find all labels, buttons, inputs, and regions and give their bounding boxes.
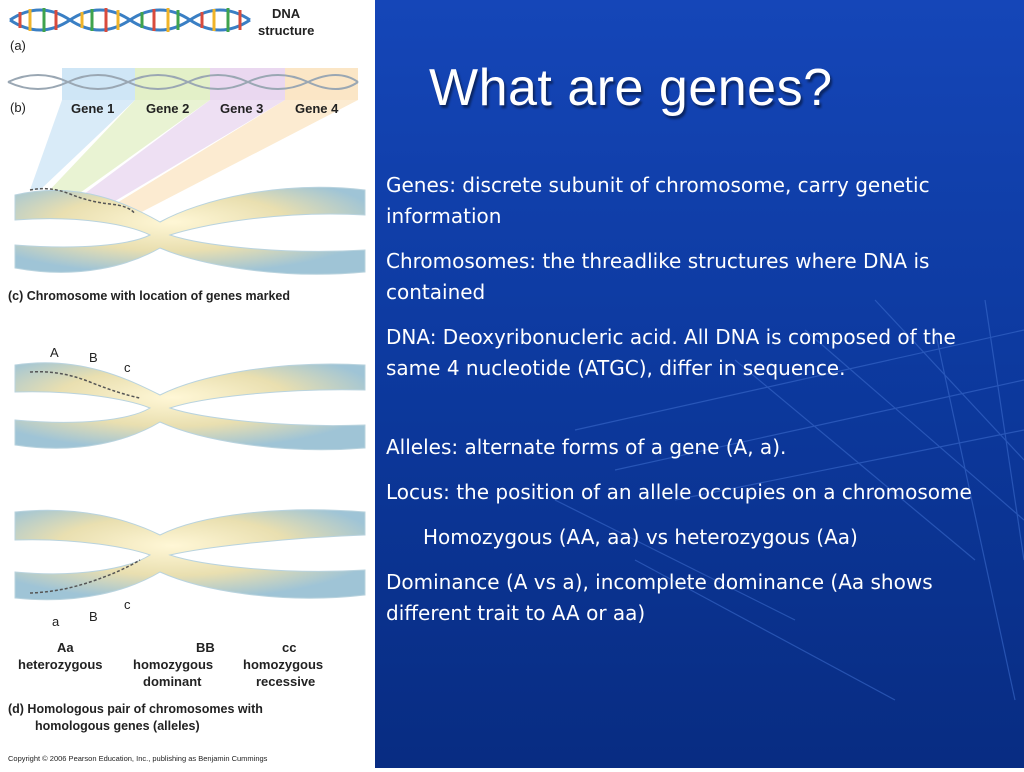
genotype-aa-type: heterozygous xyxy=(18,657,103,672)
panel-c-caption: (c) Chromosome with location of genes ma… xyxy=(8,289,290,303)
dna-label: DNA xyxy=(272,6,301,21)
gene-bands xyxy=(30,68,358,218)
genotype-bb-pair: BB xyxy=(196,640,215,655)
allele-top-c: c xyxy=(124,360,131,375)
gene-2-label: Gene 2 xyxy=(146,101,189,116)
dna-definition: DNA: Deoxyribonucleric acid. All DNA is … xyxy=(386,325,956,380)
slide-body: Genes: discrete subunit of chromosome, c… xyxy=(386,170,986,643)
genotype-cc-type: homozygous xyxy=(243,657,323,672)
gene-4-label: Gene 4 xyxy=(295,101,339,116)
genotype-bb-type: homozygous xyxy=(133,657,213,672)
allele-bottom-a: a xyxy=(52,614,60,629)
genotype-cc-dominance: recessive xyxy=(256,674,315,689)
chromosomes-definition: Chromosomes: the threadlike structures w… xyxy=(386,249,930,304)
genes-definition: Genes: discrete subunit of chromosome, c… xyxy=(386,173,930,228)
chromosome-c xyxy=(14,186,366,275)
allele-bottom-B: B xyxy=(89,609,98,624)
slide-background-pattern xyxy=(554,299,1024,701)
allele-top-B: B xyxy=(89,350,98,365)
panel-a-letter: (a) xyxy=(10,38,26,53)
genetics-figure: (a) DNA structure (b) Gene 1 Gene 2 Gene… xyxy=(0,0,375,768)
dominance-definition: Dominance (A vs a), incomplete dominance… xyxy=(386,570,933,625)
dna-helix-b xyxy=(7,74,359,90)
genotype-bb-dominance: dominant xyxy=(143,674,202,689)
allele-bottom-c: c xyxy=(124,597,131,612)
chromosome-d-top xyxy=(14,362,366,451)
panel-d-caption-2: homologous genes (alleles) xyxy=(35,719,200,733)
slide-content: What are genes? Genes: discrete subunit … xyxy=(375,0,1024,768)
locus-definition: Locus: the position of an allele occupie… xyxy=(386,480,972,504)
copyright-notice: Copyright © 2006 Pearson Education, Inc.… xyxy=(8,754,268,763)
zygosity-definition: Homozygous (AA, aa) vs heterozygous (Aa) xyxy=(423,525,858,549)
alleles-definition: Alleles: alternate forms of a gene (A, a… xyxy=(386,435,787,459)
slide-title: What are genes? xyxy=(429,59,833,117)
gene-1-label: Gene 1 xyxy=(71,101,114,116)
dna-helix-a xyxy=(9,8,251,32)
genotype-cc-pair: cc xyxy=(282,640,296,655)
allele-top-A: A xyxy=(50,345,59,360)
genotype-aa-pair: Aa xyxy=(57,640,74,655)
panel-b-letter: (b) xyxy=(10,100,26,115)
chromosome-d-bottom xyxy=(14,509,366,601)
panel-d-caption-1: (d) Homologous pair of chromosomes with xyxy=(8,702,263,716)
structure-label: structure xyxy=(258,23,314,38)
gene-3-label: Gene 3 xyxy=(220,101,263,116)
